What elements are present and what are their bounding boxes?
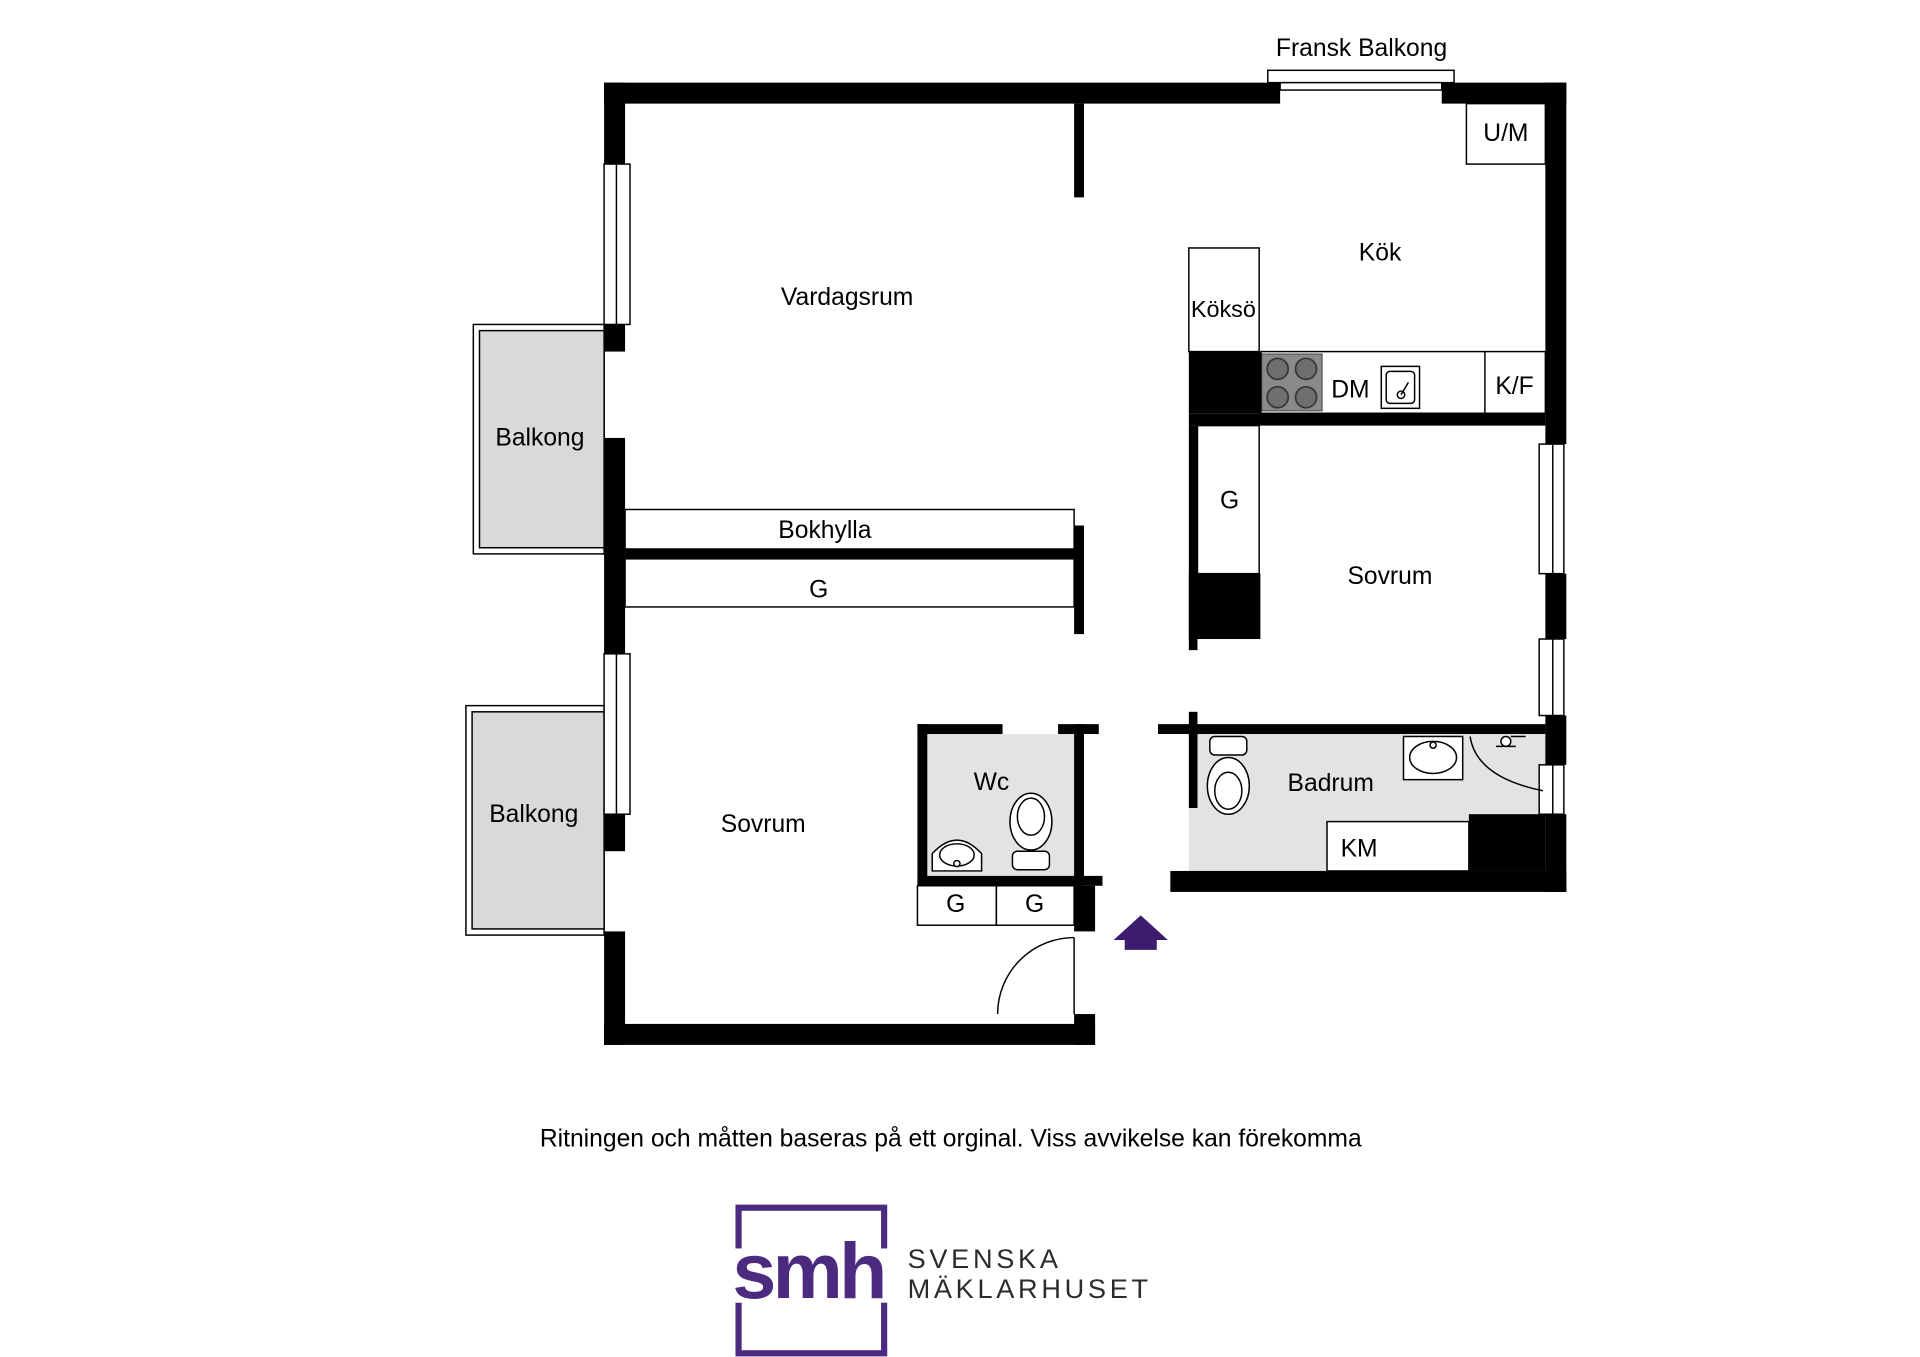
label-kokso: Köksö [1191,296,1256,322]
wardrobe-sovrum-box [1196,424,1260,575]
balcony-upper [478,329,605,549]
wall-segment [1545,715,1567,765]
label-badrum: Badrum [1288,770,1374,797]
wall-segment [604,814,626,852]
wall-segment [1188,425,1198,651]
logo-monogram: smh [732,1227,883,1315]
room-labels: Fransk Balkong Vardagsrum Kök Balkong So… [489,35,1447,838]
disclaimer: Ritningen och måtten baseras på ett orgi… [540,1125,1362,1152]
wall-segment [1441,82,1567,104]
wall-segment [1157,724,1546,735]
wall-segment [917,875,1103,886]
wall-segment [1188,711,1198,809]
label-kf: K/F [1495,373,1533,400]
label-g-hall-1: G [946,891,965,918]
wall-segment [604,324,626,352]
balconies [465,323,605,936]
shower-icon [1469,735,1544,792]
kokso-box [1188,247,1260,353]
french-balcony-door [1279,81,1443,91]
sink-icon [1380,365,1421,410]
fixtures [624,102,1547,1015]
wall-segment [1545,573,1567,640]
label-sovrum-right: Sovrum [1347,563,1432,590]
french-balcony-rail [1267,69,1455,84]
wall-segment [625,548,1084,559]
logo-monogram-backdrop [731,1248,892,1303]
walls [604,82,1567,1045]
label-balkong-lower: Balkong [489,801,578,828]
label-um: U/M [1483,120,1528,147]
wall-block [1188,573,1261,640]
label-g-vardagsrum: G [809,576,828,603]
wall-segment [604,82,626,165]
brand-name-line-1: SVENSKA [908,1243,1062,1274]
window [1538,443,1565,575]
stove-icon [1261,353,1323,412]
label-g-hall-2: G [1025,891,1044,918]
wall-segment [1074,1014,1096,1045]
label-sovrum-left: Sovrum [721,811,806,838]
label-g-sovrum-right: G [1220,488,1239,515]
label-vardagsrum: Vardagsrum [781,284,913,311]
wall-segment [1074,724,1084,886]
wall-block [1468,814,1546,871]
wall-segment [604,1023,1096,1045]
entry-arrow-icon [1113,915,1168,950]
wall-segment [1074,885,1096,932]
wall-segment [1170,870,1567,892]
wall-segment [1074,525,1084,635]
wall-segment [1074,103,1084,198]
fixture-labels: U/M Köksö DM K/F Bokhylla G G KM G G [778,120,1533,918]
wall-segment [1545,82,1567,445]
label-wc: Wc [974,769,1010,796]
label-balkong-upper: Balkong [495,425,584,452]
wardrobe-vardagsrum-box [624,558,1075,608]
washbasin-icon [931,839,983,872]
km-box [1326,820,1470,872]
label-bokhylla: Bokhylla [778,517,871,544]
wall-segment [1188,413,1546,426]
brand-logo: smh SVENSKA MÄKLARHUSET [731,1204,1152,1357]
door-swing [996,936,1075,1015]
wardrobe-hall-1-box [916,885,998,926]
balcony-lower [471,711,605,930]
bokhylla-box [624,508,1075,550]
washbasin-icon [1402,735,1464,781]
toilet-icon [1206,735,1251,815]
toilet-icon [1009,792,1053,871]
wall-block [1188,351,1262,414]
brand-name-line-2: MÄKLARHUSET [908,1273,1152,1304]
wall-segment [917,724,928,886]
label-dm: DM [1331,377,1369,404]
wall-segment [604,437,626,654]
wall-segment [604,931,626,1045]
label-km: KM [1341,835,1378,862]
window [1538,764,1565,815]
label-fransk-balkong: Fransk Balkong [1276,35,1447,62]
label-kok: Kök [1359,240,1402,267]
windows [603,163,1565,815]
wall-segment [604,82,1281,104]
french-balcony [1267,69,1455,91]
window [1538,638,1565,717]
wardrobe-hall-2-box [995,885,1075,926]
wall-segment [917,724,1003,735]
